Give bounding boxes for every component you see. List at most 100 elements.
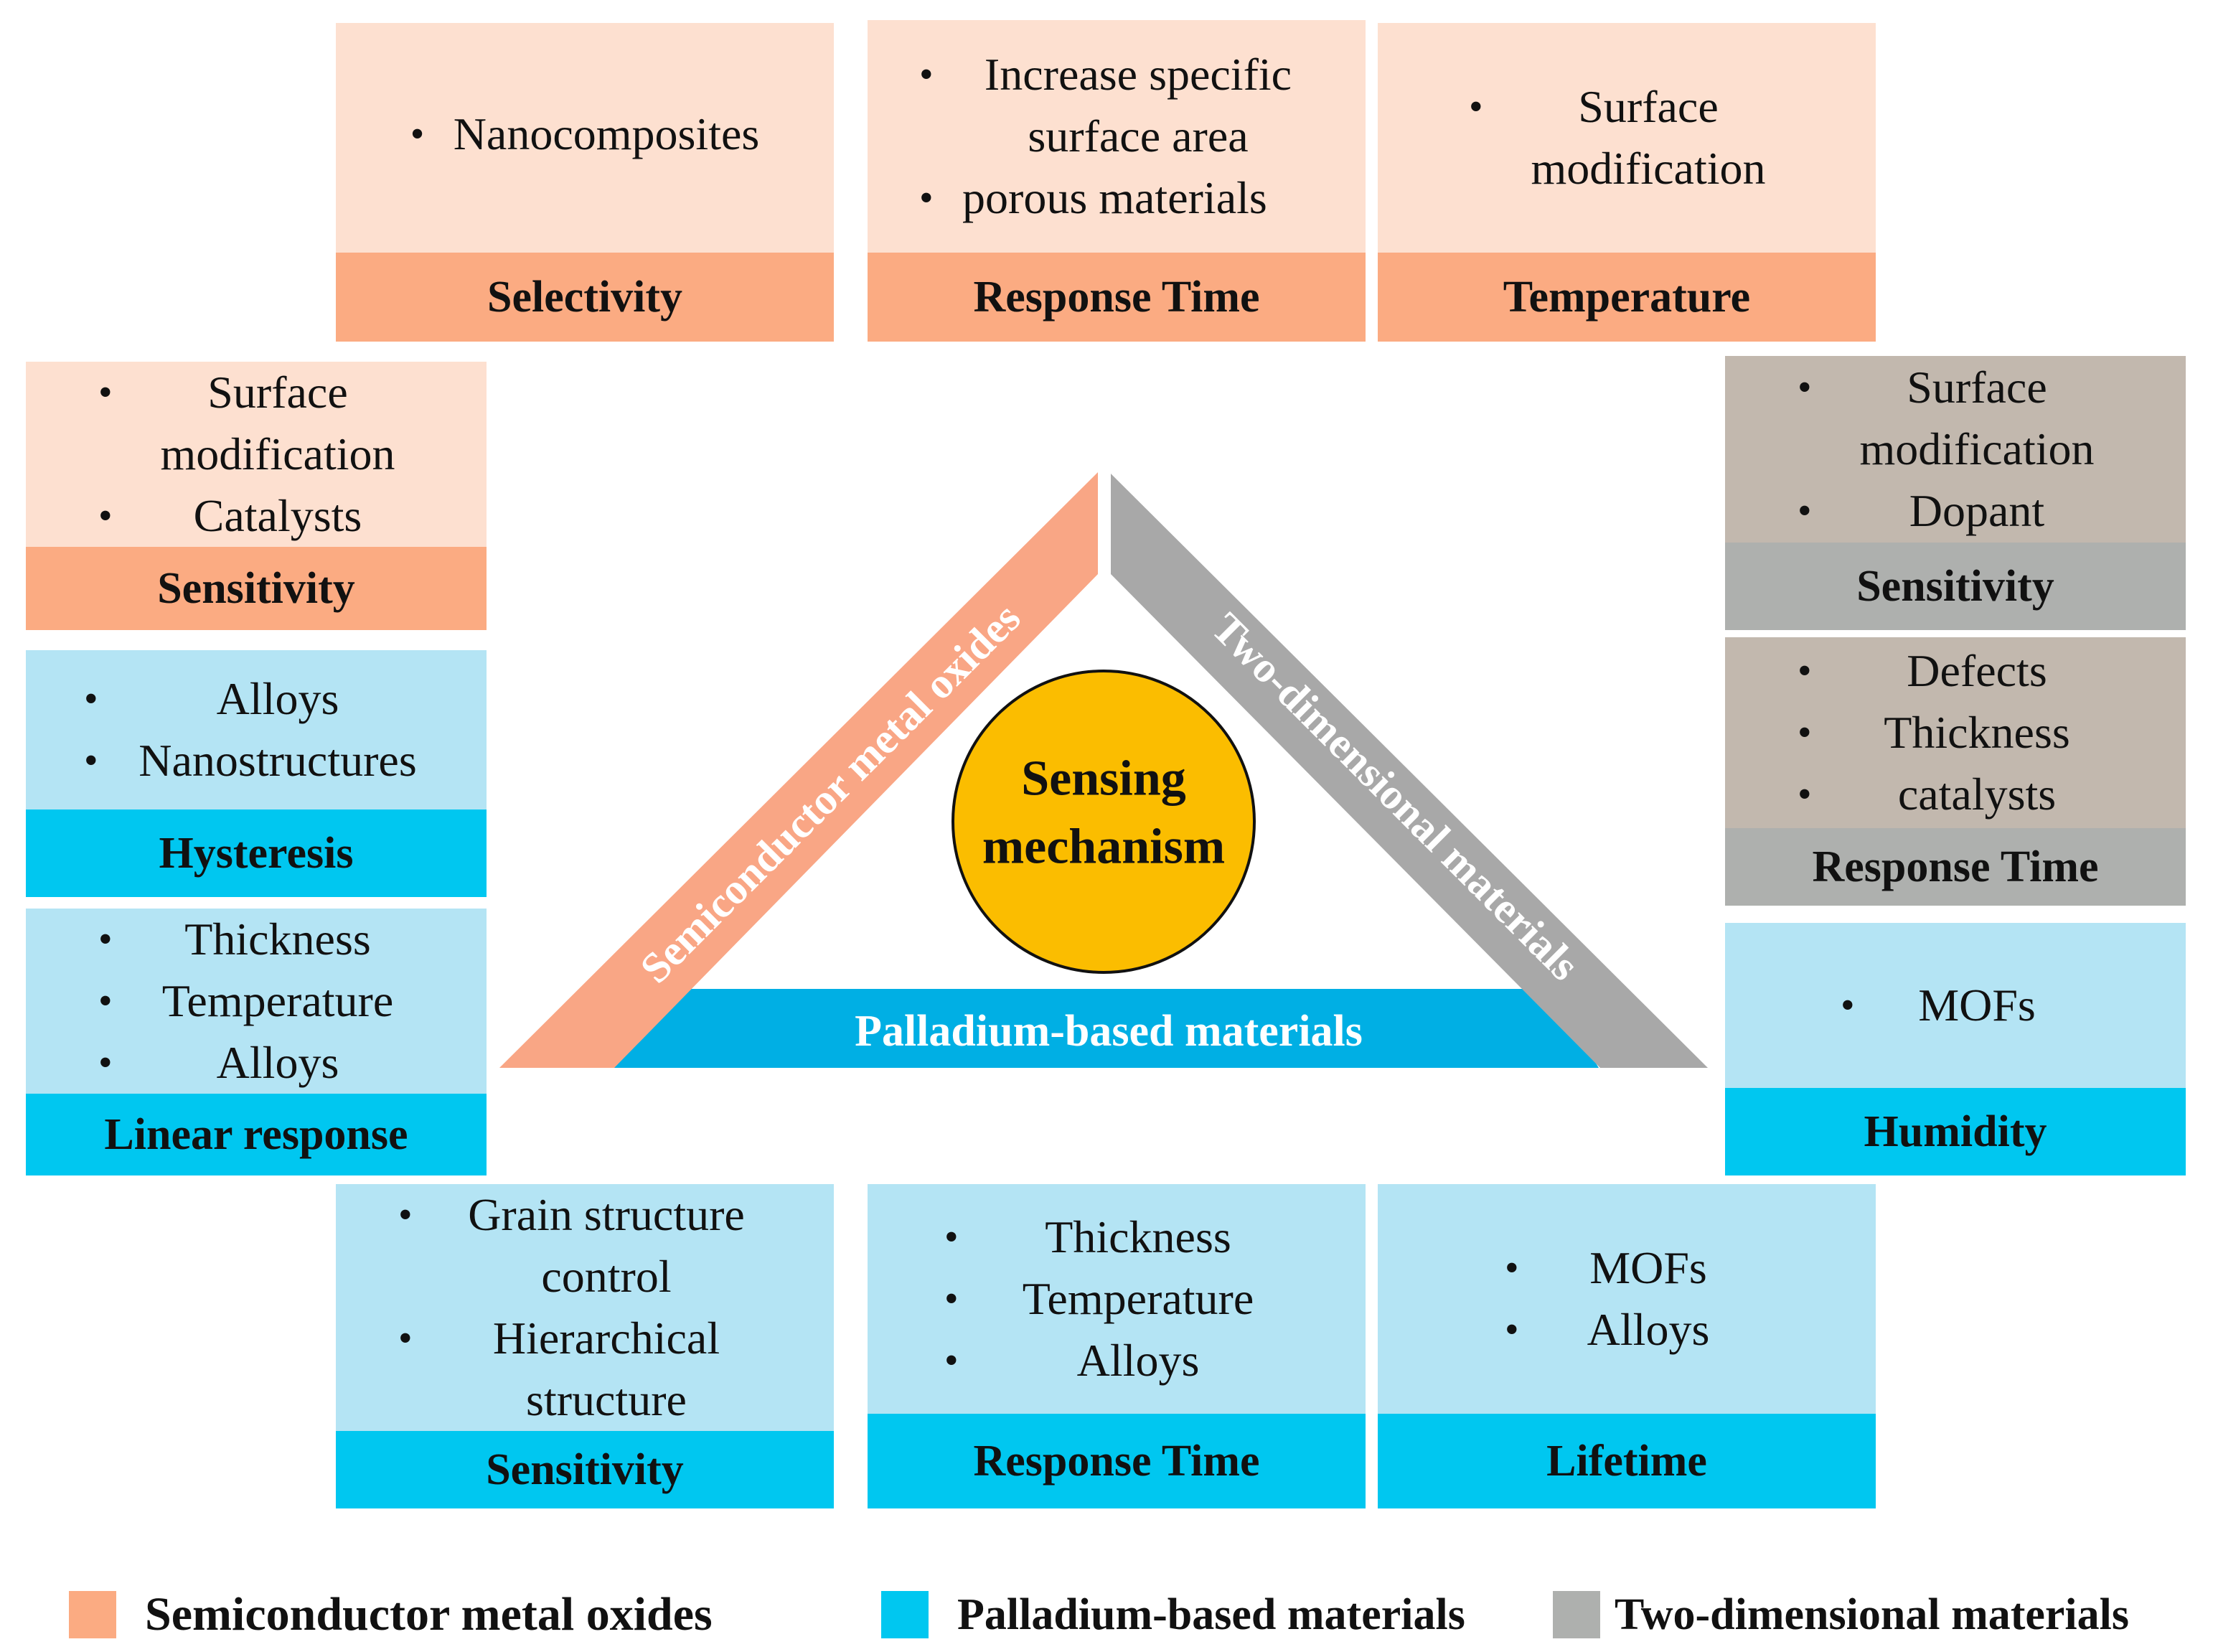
card-humidity-pd: •MOFs Humidity	[1725, 923, 2186, 1175]
two-dimensional-arm	[1111, 474, 1708, 1068]
legend-palladium: Palladium-based materials	[881, 1582, 1465, 1647]
two-dimensional-arm-label: Two-dimensional materials	[1203, 604, 1588, 989]
item-list: •MOFs	[1841, 975, 2070, 1036]
legend-swatch	[1553, 1591, 1600, 1638]
list-item: •Alloys	[84, 668, 428, 730]
circle-label-line-2: mechanism	[982, 820, 1225, 875]
bullet-icon: •	[398, 1193, 413, 1237]
card-hysteresis-pd: •Alloys •Nanostructures Hysteresis	[26, 650, 487, 897]
list-item: •Thickness	[98, 909, 414, 970]
list-item: •Nanostructures	[84, 730, 428, 792]
legend-swatch	[69, 1591, 116, 1638]
card-body: •Surface modification •Dopant	[1725, 356, 2186, 543]
card-body: •Thickness •Temperature •Alloys	[26, 909, 487, 1094]
card-title: Selectivity	[336, 253, 834, 342]
card-title: Response Time	[868, 1414, 1366, 1508]
card-title: Sensitivity	[1725, 543, 2186, 630]
card-body: •MOFs	[1725, 923, 2186, 1088]
bullet-icon: •	[1798, 649, 1812, 693]
card-title: Humidity	[1725, 1088, 2186, 1175]
bullet-icon: •	[1798, 489, 1812, 533]
bullet-icon: •	[944, 1277, 959, 1321]
palladium-base-bar	[614, 989, 1599, 1068]
bullet-icon: •	[1798, 772, 1812, 817]
item-list: •MOFs •Alloys	[1505, 1237, 1749, 1361]
list-item: •Alloys	[98, 1032, 414, 1094]
list-item: •Catalysts	[98, 485, 414, 547]
card-body: •MOFs •Alloys	[1378, 1184, 1876, 1414]
bullet-icon: •	[98, 917, 113, 962]
list-item: •Thickness	[944, 1206, 1289, 1268]
item-list: •Defects •Thickness •catalysts	[1798, 640, 2113, 825]
bullet-icon: •	[1841, 983, 1855, 1028]
palladium-base-label: Palladium-based materials	[855, 1007, 1363, 1056]
card-body: •Grain structure control •Hierarchical s…	[336, 1184, 834, 1431]
card-title: Response Time	[1725, 828, 2186, 906]
bullet-icon: •	[944, 1215, 959, 1259]
list-item: •catalysts	[1798, 764, 2113, 825]
card-title: Sensitivity	[336, 1431, 834, 1508]
bullet-icon: •	[1798, 365, 1812, 410]
card-linear-response-pd: •Thickness •Temperature •Alloys Linear r…	[26, 909, 487, 1175]
item-list: •Surface modification •Catalysts	[98, 362, 414, 547]
list-item: •Alloys	[1505, 1299, 1749, 1361]
bullet-icon: •	[1505, 1308, 1519, 1352]
card-body: •Increase specific surface area •porous …	[868, 20, 1366, 253]
sensing-mechanism-circle	[952, 670, 1256, 974]
list-item: •Thickness	[1798, 702, 2113, 764]
bullet-icon: •	[84, 738, 98, 783]
card-body: •Nanocomposites	[336, 23, 834, 253]
card-title: Hysteresis	[26, 809, 487, 897]
card-lifetime-pd: •MOFs •Alloys Lifetime	[1378, 1184, 1876, 1508]
list-item: •Grain structure control	[398, 1184, 771, 1308]
legend-semiconductor: Semiconductor metal oxides	[69, 1582, 713, 1647]
card-body: •Thickness •Temperature •Alloys	[868, 1184, 1366, 1414]
legend-label: Two-dimensional materials	[1615, 1590, 2129, 1639]
legend-label: Palladium-based materials	[957, 1590, 1465, 1639]
list-item: •MOFs	[1505, 1237, 1749, 1299]
bullet-icon: •	[944, 1338, 959, 1383]
card-sensitivity-smo: •Surface modification •Catalysts Sensiti…	[26, 362, 487, 630]
list-item: •Temperature	[98, 970, 414, 1032]
list-item: •Surface modification	[1798, 357, 2113, 480]
card-body: •Surface modification	[1378, 23, 1876, 253]
semiconductor-arm	[499, 472, 1098, 1068]
item-list: •Alloys •Nanostructures	[84, 668, 428, 792]
card-response-time-2d: •Defects •Thickness •catalysts Response …	[1725, 637, 2186, 906]
card-title: Response Time	[868, 253, 1366, 342]
card-body: •Surface modification •Catalysts	[26, 362, 487, 547]
card-title: Temperature	[1378, 253, 1876, 342]
list-item: •Dopant	[1798, 480, 2113, 542]
card-body: •Defects •Thickness •catalysts	[1725, 637, 2186, 828]
item-list: •Thickness •Temperature •Alloys	[944, 1206, 1289, 1391]
list-item: •Temperature	[944, 1268, 1289, 1330]
list-item: •Surface modification	[98, 362, 414, 485]
card-response-time-pd: •Thickness •Temperature •Alloys Response…	[868, 1184, 1366, 1508]
item-list: •Grain structure control •Hierarchical s…	[398, 1184, 771, 1431]
bullet-icon: •	[84, 677, 98, 721]
item-list: •Nanocomposites	[410, 103, 760, 165]
card-title: Linear response	[26, 1094, 487, 1175]
card-sensitivity-2d: •Surface modification •Dopant Sensitivit…	[1725, 356, 2186, 630]
list-item: •Nanocomposites	[410, 103, 760, 165]
list-item: •porous materials	[919, 167, 1314, 229]
bullet-icon: •	[410, 112, 425, 156]
item-list: •Thickness •Temperature •Alloys	[98, 909, 414, 1094]
card-temperature-smo: •Surface modification Temperature	[1378, 23, 1876, 342]
bullet-icon: •	[919, 176, 934, 220]
item-list: •Surface modification	[1469, 76, 1785, 200]
card-title: Sensitivity	[26, 547, 487, 630]
list-item: •Alloys	[944, 1330, 1289, 1391]
card-body: •Alloys •Nanostructures	[26, 650, 487, 809]
legend-swatch	[881, 1591, 929, 1638]
item-list: •Surface modification •Dopant	[1798, 357, 2113, 542]
card-response-time-smo: •Increase specific surface area •porous …	[868, 20, 1366, 342]
list-item: •Defects	[1798, 640, 2113, 702]
bullet-icon: •	[1469, 85, 1483, 129]
list-item: •Surface modification	[1469, 76, 1785, 200]
bullet-icon: •	[98, 494, 113, 538]
bullet-icon: •	[1798, 710, 1812, 755]
bullet-icon: •	[98, 370, 113, 415]
bullet-icon: •	[98, 979, 113, 1023]
